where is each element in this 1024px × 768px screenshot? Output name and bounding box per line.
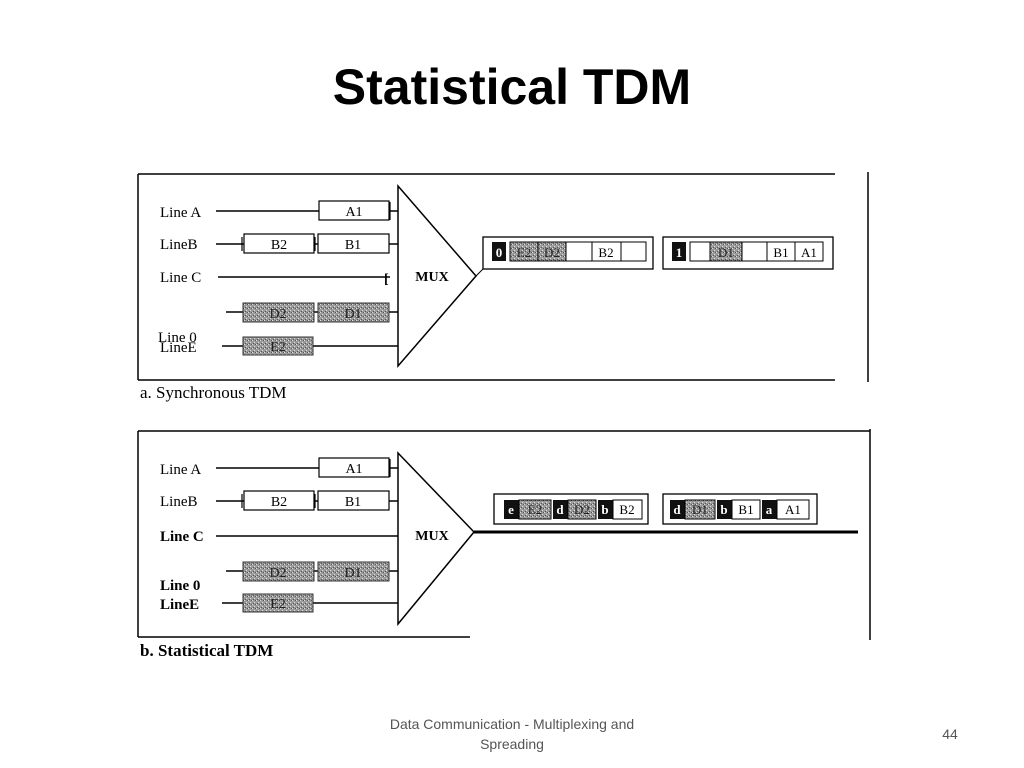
svg-text:D1: D1 (718, 245, 734, 260)
label-line-d: Line 0 (160, 578, 200, 594)
block-d1 (317, 561, 390, 582)
label-line-e: LineE (160, 340, 197, 356)
block-e2-label: E2 (270, 340, 286, 355)
block-a1-label: A1 (345, 205, 362, 220)
block-a1 (318, 457, 390, 478)
block-d1-label: D1 (344, 307, 361, 322)
block-b1-label: B1 (345, 238, 361, 253)
svg-text:A1: A1 (801, 245, 817, 260)
label-line-c: Line C (160, 529, 204, 545)
mux-b-label: MUX (415, 529, 448, 544)
block-b2 (243, 490, 315, 511)
svg-text:A1: A1 (785, 502, 801, 517)
block-d2 (242, 302, 315, 323)
block-b2-label: B2 (271, 238, 287, 253)
mux-a (397, 183, 477, 369)
frame-a-2: 1 D1 B1 A1 (662, 236, 834, 270)
block-d2 (242, 561, 315, 582)
block-b1-label: B1 (345, 495, 361, 510)
svg-text:[: [ (384, 272, 389, 287)
svg-text:D1: D1 (692, 502, 708, 517)
svg-text:E2: E2 (517, 245, 531, 260)
svg-text:a: a (766, 502, 773, 517)
caption-statistical-tdm: b. Statistical TDM (140, 641, 273, 660)
slide-footer: Data Communication - Multiplexing and Sp… (389, 716, 635, 752)
panel-statistical-tdm: Line A LineB Line C Line 0 LineE A1 B2 B… (137, 429, 871, 660)
block-a1 (318, 200, 390, 221)
block-d1-label: D1 (344, 566, 361, 581)
frame-b-1: e E2 d D2 b B2 (493, 493, 649, 525)
svg-text:d: d (556, 502, 564, 517)
block-e2 (242, 336, 314, 356)
block-d2-label: D2 (269, 566, 286, 581)
svg-text:B2: B2 (619, 502, 634, 517)
mux-b (397, 451, 476, 627)
svg-text:D2: D2 (544, 245, 560, 260)
block-e2 (242, 593, 314, 613)
block-b2-label: B2 (271, 495, 287, 510)
frame-b-2: d D1 b B1 a A1 (662, 493, 818, 525)
svg-text:B2: B2 (598, 245, 613, 260)
label-line-d: Line 0 (158, 330, 197, 346)
svg-text:D2: D2 (574, 502, 590, 517)
block-b2 (243, 233, 315, 254)
svg-text:d: d (673, 502, 681, 517)
frame-a-1: 0 E2 D2 B2 (482, 236, 654, 270)
svg-text:E2: E2 (528, 502, 542, 517)
label-line-e: LineE (160, 597, 199, 613)
block-b1 (317, 490, 390, 511)
svg-text:0: 0 (496, 245, 503, 260)
mux-a-label: MUX (415, 270, 448, 285)
panel-synchronous-tdm: Line A LineB Line C Line 0 LineE A1 B2 B… (137, 172, 869, 402)
caption-synchronous-tdm: a. Synchronous TDM (140, 383, 287, 402)
slide-title: Statistical TDM (332, 59, 692, 115)
label-line-a: Line A (160, 462, 201, 478)
label-line-b: LineB (160, 237, 198, 253)
svg-text:B1: B1 (738, 502, 753, 517)
label-line-b: LineB (160, 494, 198, 510)
svg-text:1: 1 (676, 245, 683, 260)
block-a1-label: A1 (345, 462, 362, 477)
label-line-a: Line A (160, 205, 201, 221)
block-d2-label: D2 (269, 307, 286, 322)
label-line-c: Line C (160, 270, 201, 286)
page-number: 44 (942, 726, 958, 742)
block-e2-label: E2 (270, 597, 286, 612)
block-b1 (317, 233, 390, 254)
svg-text:B1: B1 (773, 245, 788, 260)
svg-text:b: b (601, 502, 608, 517)
svg-text:b: b (720, 502, 727, 517)
svg-text:e: e (508, 502, 514, 517)
block-d1 (317, 302, 390, 323)
